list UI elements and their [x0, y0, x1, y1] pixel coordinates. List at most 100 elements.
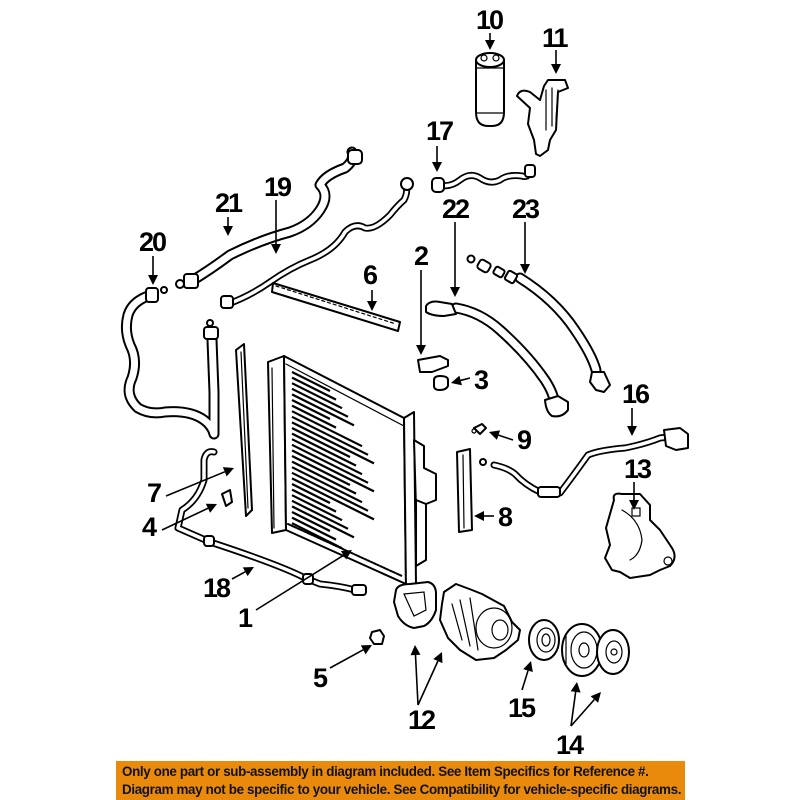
callout-21[interactable]: 21 [215, 188, 245, 218]
part-23-hose[interactable] [466, 254, 611, 393]
condenser-fin [291, 505, 355, 539]
callout-5[interactable]: 5 [313, 663, 330, 693]
condenser-fin [291, 488, 337, 513]
arrow-icon [271, 244, 281, 254]
condenser-fin [291, 387, 349, 418]
part-9-valve[interactable] [471, 423, 487, 435]
part-13-compressor-bracket[interactable] [604, 492, 676, 579]
callout-10[interactable]: 10 [476, 5, 505, 35]
part-6-seal[interactable] [271, 282, 401, 332]
arrow-icon [432, 162, 442, 172]
leader-line-3 [460, 377, 471, 382]
part-2-bracket[interactable] [417, 355, 449, 373]
condenser-fin [291, 443, 369, 484]
part-18-ac-line[interactable] [174, 448, 367, 596]
arrow-icon [360, 645, 372, 655]
condenser-fin [291, 477, 375, 521]
leader-line-12a [414, 654, 419, 706]
part-19-ac-line[interactable] [220, 177, 414, 309]
callout-12[interactable]: 12 [408, 705, 437, 735]
leader-line-14a [570, 691, 577, 727]
part-15-clutch-coil[interactable] [528, 619, 560, 661]
callout-8[interactable]: 8 [498, 502, 515, 532]
part-3-insulator[interactable] [433, 375, 449, 391]
part-7-seal[interactable] [235, 343, 253, 517]
part-12-compressor[interactable] [393, 581, 521, 661]
arrow-icon [433, 652, 443, 664]
part-1-condenser[interactable] [267, 355, 437, 591]
condenser-fin [291, 371, 331, 392]
part-14-clutch-hub[interactable] [596, 629, 630, 675]
leader-line-9 [498, 434, 514, 441]
arrow-icon [474, 511, 484, 521]
callout-1[interactable]: 1 [238, 603, 255, 633]
arrow-icon [242, 567, 254, 577]
condenser-fin [291, 471, 369, 512]
arrow-icon [485, 40, 495, 50]
arrow-icon [367, 301, 377, 311]
arrow-icon [410, 645, 421, 656]
callout-22[interactable]: 22 [442, 194, 471, 224]
part-22-hose[interactable] [425, 300, 569, 418]
part-8-seal[interactable] [456, 448, 473, 533]
callout-13[interactable]: 13 [624, 454, 654, 484]
leader-line-12b [417, 660, 439, 706]
part-17-ac-line[interactable] [431, 164, 536, 193]
callout-23[interactable]: 23 [512, 194, 542, 224]
callout-9[interactable]: 9 [517, 425, 534, 455]
condenser-fin [291, 483, 331, 504]
callout-19[interactable]: 19 [264, 172, 294, 202]
arrow-icon [520, 264, 530, 274]
part-14-clutch-pulley[interactable] [561, 623, 603, 677]
arrow-icon [340, 550, 352, 560]
part-21-hose[interactable] [175, 146, 363, 289]
callout-18[interactable]: 18 [203, 573, 233, 603]
part-11-bracket[interactable] [516, 79, 569, 157]
disclaimer-line-2: Diagram may not be specific to your vehi… [122, 782, 682, 797]
callout-15[interactable]: 15 [508, 693, 538, 723]
condenser-fin [291, 432, 357, 467]
part-20-hose[interactable] [120, 286, 220, 440]
condenser-fin [291, 466, 363, 504]
callout-4[interactable]: 4 [142, 512, 159, 542]
callout-11[interactable]: 11 [542, 23, 571, 53]
part-4-clip[interactable] [221, 489, 233, 507]
arrow-icon [551, 64, 561, 74]
arrow-icon [205, 503, 217, 513]
condenser-fin [291, 393, 355, 427]
condenser-fin [291, 404, 337, 429]
callout-leaders [148, 33, 639, 727]
leader-line-15 [521, 670, 529, 691]
arrow-icon [451, 375, 462, 386]
callout-20[interactable]: 20 [139, 227, 168, 257]
arrow-icon [627, 426, 637, 436]
callout-17[interactable]: 17 [426, 116, 455, 146]
callout-6[interactable]: 6 [363, 260, 380, 290]
condenser-fin [291, 494, 343, 522]
arrow-icon [148, 275, 158, 285]
condenser-fin [291, 511, 331, 532]
arrow-icon [222, 467, 234, 477]
callout-2[interactable]: 2 [414, 241, 430, 271]
arrow-icon [489, 430, 501, 440]
callout-14[interactable]: 14 [556, 730, 586, 760]
callout-16[interactable]: 16 [622, 379, 652, 409]
condenser-fin [291, 516, 337, 541]
leader-line-1 [255, 554, 344, 611]
callout-3[interactable]: 3 [474, 365, 491, 395]
condenser-fins [291, 371, 375, 550]
condenser-fin [291, 460, 357, 495]
condenser-fin [291, 449, 375, 493]
disclaimer-line-1: Only one part or sub-assembly in diagram… [122, 764, 649, 779]
condenser-fin [291, 427, 351, 458]
arrow-icon [590, 692, 601, 703]
part-10-receiver-drier[interactable] [475, 52, 505, 127]
part-5-plug[interactable] [369, 629, 385, 645]
arrow-icon [629, 500, 639, 510]
leader-line-18 [231, 571, 246, 580]
callout-7[interactable]: 7 [147, 478, 163, 508]
arrow-icon [223, 226, 233, 236]
part-16-ac-line[interactable] [479, 427, 689, 498]
